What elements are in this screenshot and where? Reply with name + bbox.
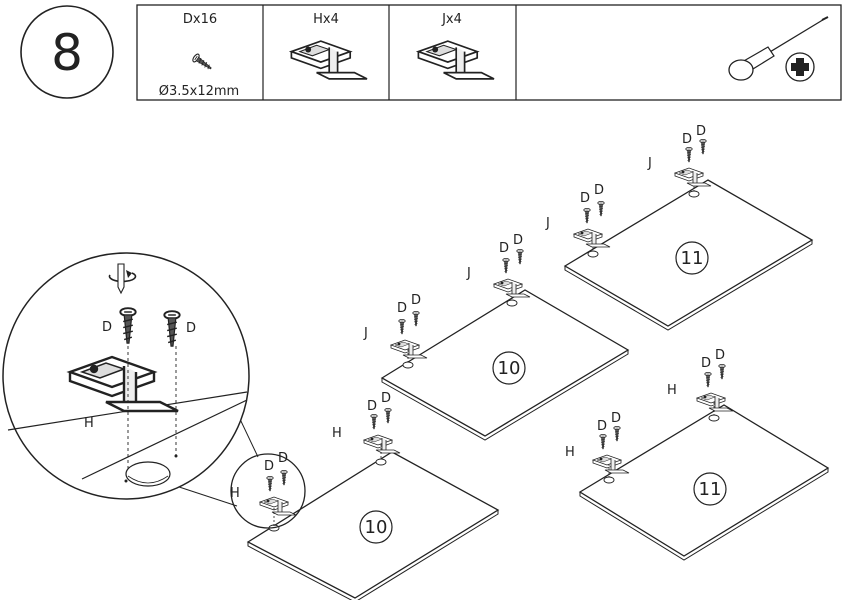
hinge-callout: H <box>230 486 240 501</box>
detail-hinge-label: H <box>84 416 94 431</box>
rotate-clockwise-icon <box>108 263 137 295</box>
detail-screw-right-label: D <box>186 321 196 336</box>
screw-callout: D <box>701 356 711 371</box>
hinge-callout: J <box>647 156 652 171</box>
hinge-assembly: D D H <box>667 348 734 415</box>
panel-11-upper-number: 11 <box>681 248 704 269</box>
screw-callout: D <box>264 459 274 474</box>
screw-callout: D <box>513 233 523 248</box>
hinge-assembly: D D H <box>230 451 297 526</box>
step-number-badge <box>20 5 114 99</box>
panel-11-lower: 11 <box>578 404 830 561</box>
part-d-code: Dx16 <box>183 12 217 27</box>
hinge-callout: J <box>545 216 550 231</box>
panel-10-lower-number: 10 <box>365 517 388 538</box>
screw-callout: D <box>411 293 421 308</box>
panel-10-upper: 10 <box>380 289 630 441</box>
parts-box <box>136 4 842 101</box>
hinge-callout: J <box>466 266 471 281</box>
screw-callout: D <box>397 301 407 316</box>
hinge-callout: H <box>565 445 575 460</box>
detail-target-circle <box>230 453 306 529</box>
hinge-assembly: D D J <box>466 233 531 300</box>
phillips-screwdriver-icon <box>728 16 829 82</box>
screw-callout: D <box>696 124 706 139</box>
hinge-callout: H <box>332 426 342 441</box>
part-h: Hx4 <box>290 12 369 80</box>
part-d: Dx16 Ø3.5x12mm <box>159 12 239 99</box>
part-h-code: Hx4 <box>313 12 339 27</box>
part-j: Jx4 <box>417 12 496 80</box>
detail-magnifier: D D H <box>2 252 306 529</box>
panel-11-upper: 11 <box>563 179 814 331</box>
screw-callout: D <box>715 348 725 363</box>
part-d-size: Ø3.5x12mm <box>159 84 239 99</box>
screw-callout: D <box>367 399 377 414</box>
cup-hole <box>125 461 171 487</box>
hinge-callout: H <box>667 383 677 398</box>
screw-callout: D <box>278 451 288 466</box>
hinge-assembly: D D J <box>545 183 611 251</box>
panel-10-upper-number: 10 <box>498 358 521 379</box>
screw-callout: D <box>611 411 621 426</box>
hinge-assembly: D D J <box>363 293 428 362</box>
detail-screw-left-label: D <box>102 320 112 335</box>
step-header: 8 Dx16 Ø3.5x12mm Hx4 Jx4 <box>20 4 842 101</box>
screw-callout: D <box>682 132 692 147</box>
hinge-assembly: D D H <box>565 411 630 477</box>
hinge-callout: J <box>363 326 368 341</box>
panel-10-lower: 10 <box>246 451 500 600</box>
hinge-assembly: D D J <box>647 124 712 191</box>
screw-callout: D <box>594 183 604 198</box>
screw-callout: D <box>597 419 607 434</box>
part-j-code: Jx4 <box>441 12 462 27</box>
screw-callout: D <box>381 391 391 406</box>
screw-callout: D <box>580 191 590 206</box>
hinge-assembly: D D H <box>332 391 401 460</box>
panel-11-lower-number: 11 <box>699 479 722 500</box>
step-number: 8 <box>51 24 83 82</box>
screw-callout: D <box>499 241 509 256</box>
